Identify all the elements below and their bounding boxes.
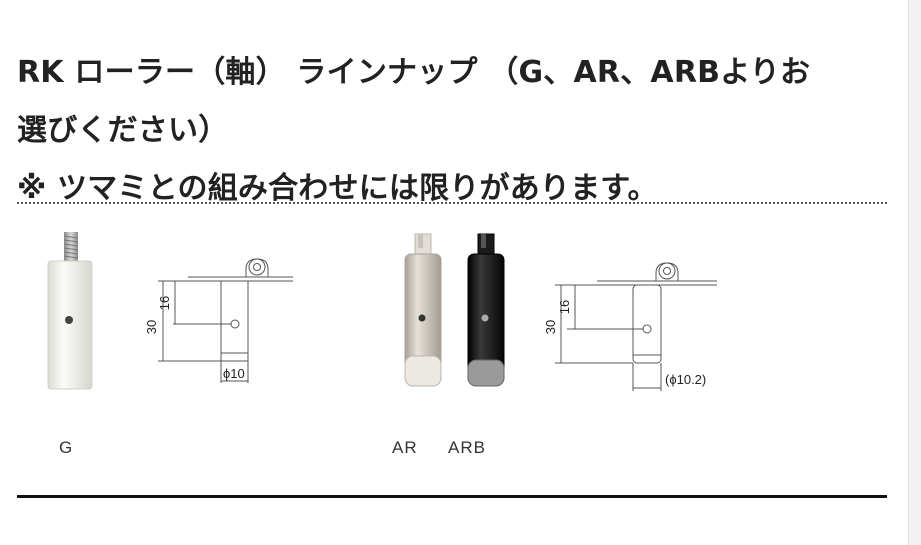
scroll-edge [908,0,921,545]
caption-arb: ARB [448,438,486,457]
g-dimension-drawing: 30 16 ϕ10 [144,258,293,383]
heading-line-1: RK ローラー（軸） ラインナップ （G、AR、ARBよりお [17,55,811,90]
ar-roller-image [404,233,442,387]
g-dim-16: 16 [157,296,172,310]
dotted-divider [17,202,887,204]
ar-dim-16: 16 [557,300,572,314]
arb-roller-image [467,233,505,387]
g-dim-30: 30 [144,320,159,334]
ar-dim-30: 30 [545,320,558,334]
g-dim-diameter: ϕ10 [223,366,245,381]
caption-ar: AR [392,438,418,457]
solid-divider [17,495,887,498]
ar-dim-diameter: (ϕ10.2) [665,372,706,387]
heading-line-3: ※ ツマミとの組み合わせには限りがあります。 [17,171,658,206]
caption-g: G [59,438,74,457]
heading-line-2: 選びください） [17,113,229,148]
page-heading: RK ローラー（軸） ラインナップ （G、AR、ARBよりお 選びください） ※… [17,44,897,218]
g-roller-image [47,232,93,390]
ar-dimension-drawing: 30 16 (ϕ10.2) [545,262,717,391]
